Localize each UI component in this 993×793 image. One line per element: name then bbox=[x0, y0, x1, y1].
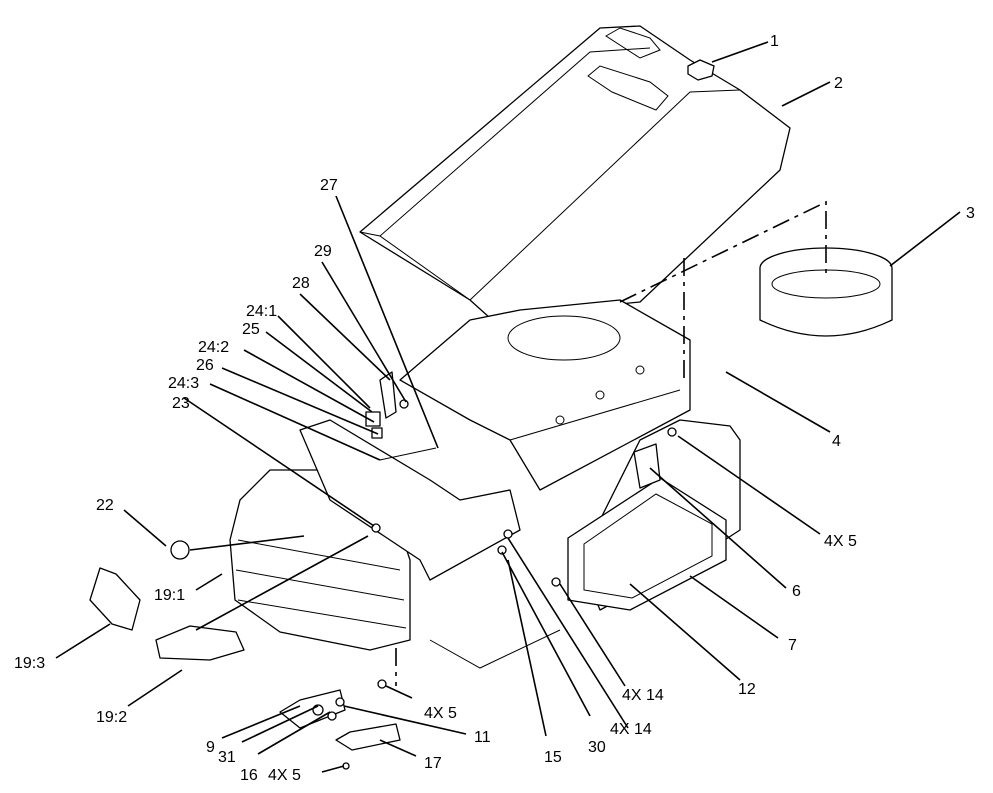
callout-24-1: 24:1 bbox=[246, 303, 277, 320]
headlight-lens-right bbox=[155, 625, 245, 661]
lower-bracket bbox=[279, 679, 401, 770]
callout-31: 31 bbox=[218, 749, 236, 766]
leader-lines bbox=[55, 41, 961, 773]
callout-25: 25 bbox=[242, 321, 260, 338]
plug-22 bbox=[170, 540, 190, 560]
callout-labels: 1 2 3 4 4X 5 6 7 12 4X 14 4X 14 30 15 11… bbox=[14, 33, 975, 784]
callout-2: 2 bbox=[834, 75, 843, 92]
callout-12: 12 bbox=[738, 681, 756, 698]
callout-26: 26 bbox=[196, 357, 214, 374]
callout-4x5-b: 4X 5 bbox=[424, 705, 457, 722]
hood bbox=[359, 25, 791, 319]
callout-23: 23 bbox=[172, 395, 190, 412]
callout-27: 27 bbox=[320, 177, 338, 194]
callout-22: 22 bbox=[96, 497, 114, 514]
callout-11: 11 bbox=[474, 729, 491, 746]
headlight-lens-left bbox=[89, 567, 141, 631]
callout-28: 28 bbox=[292, 275, 310, 292]
callout-3: 3 bbox=[966, 205, 975, 222]
callout-7: 7 bbox=[788, 637, 797, 654]
small-hardware bbox=[365, 371, 677, 587]
callout-6: 6 bbox=[792, 583, 801, 600]
callout-4: 4 bbox=[832, 433, 841, 450]
filter-block bbox=[633, 443, 661, 489]
callout-4x14-a: 4X 14 bbox=[622, 687, 664, 704]
callout-29: 29 bbox=[314, 243, 332, 260]
assembly-lines bbox=[395, 200, 827, 686]
callout-4x5-a: 4X 5 bbox=[824, 533, 857, 550]
callout-30: 30 bbox=[588, 739, 606, 756]
callout-9: 9 bbox=[206, 739, 215, 756]
callout-4x14-b: 4X 14 bbox=[610, 721, 652, 738]
callout-17: 17 bbox=[424, 755, 442, 772]
callout-19-3: 19:3 bbox=[14, 655, 45, 672]
rear-shroud bbox=[399, 299, 691, 491]
callout-1: 1 bbox=[770, 33, 779, 50]
callout-24-3: 24:3 bbox=[168, 375, 199, 392]
callout-16: 16 bbox=[240, 767, 258, 784]
callout-4x5-c: 4X 5 bbox=[268, 767, 301, 784]
callout-19-1: 19:1 bbox=[154, 587, 185, 604]
callout-24-2: 24:2 bbox=[198, 339, 229, 356]
callout-15: 15 bbox=[544, 749, 562, 766]
hood-insert bbox=[687, 59, 715, 81]
callout-19-2: 19:2 bbox=[96, 709, 127, 726]
